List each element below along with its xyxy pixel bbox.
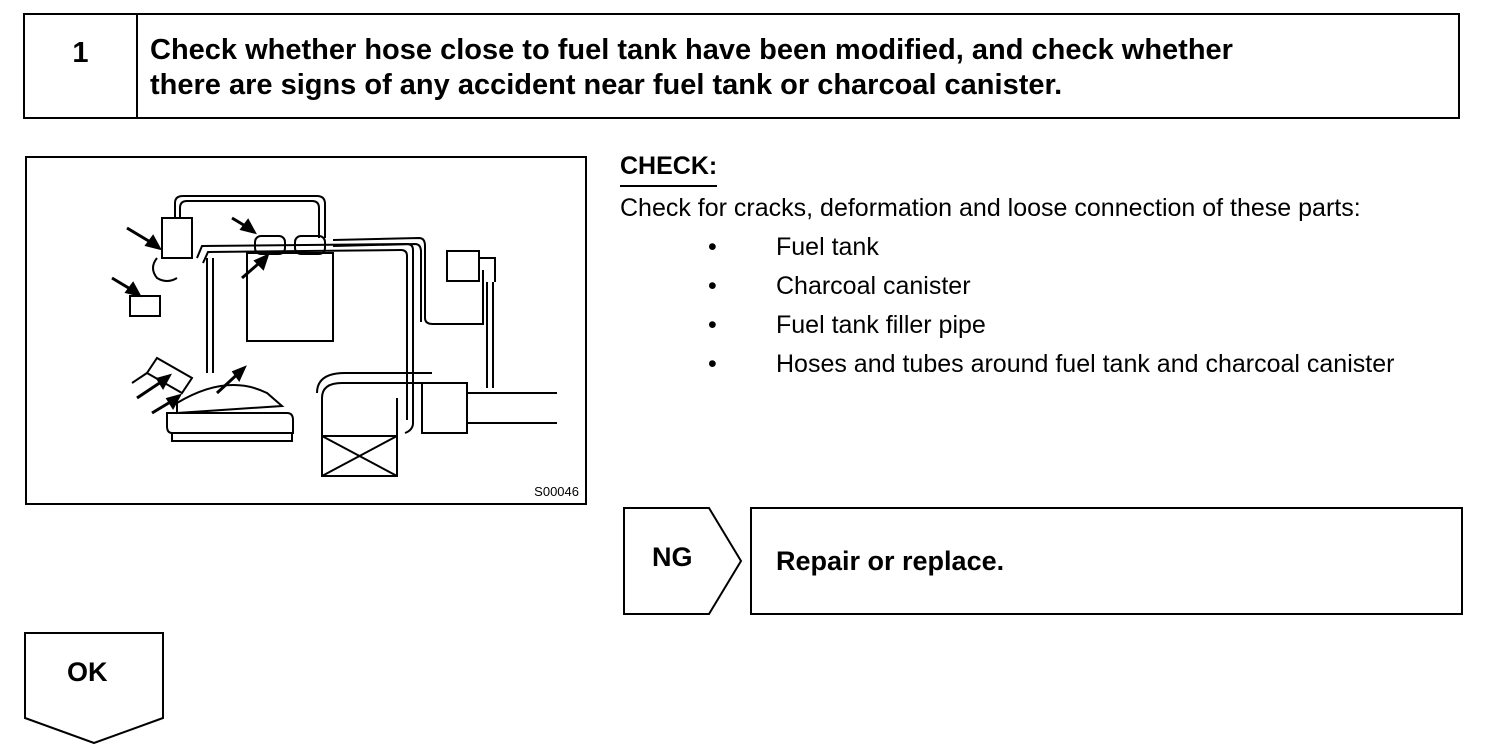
- step-title: Check whether hose close to fuel tank ha…: [138, 15, 1458, 117]
- ng-action-box: Repair or replace.: [750, 507, 1463, 615]
- parts-list: • Fuel tank • Charcoal canister • Fuel tank…: [620, 228, 1462, 384]
- left-component: [129, 295, 161, 317]
- fuel-system-illustration: [111, 195, 557, 477]
- part-label: Hoses and tubes around fuel tank and cha…: [776, 350, 1395, 378]
- check-description: Check for cracks, deformation and loose …: [620, 194, 1361, 222]
- step-header: 1 Check whether hose close to fuel tank …: [23, 13, 1460, 119]
- fuel-system-diagram: S00046: [25, 156, 587, 505]
- check-section: CHECK: Check for cracks, deformation and…: [620, 152, 1462, 384]
- list-item: • Charcoal canister: [620, 267, 1462, 306]
- pipe-coupling: [421, 382, 468, 434]
- bullet: •: [708, 233, 717, 261]
- list-item: • Hoses and tubes around fuel tank and ch…: [620, 345, 1462, 384]
- step-title-line-2: there are signs of any accident near fue…: [150, 69, 1063, 101]
- list-item: • Fuel tank: [620, 228, 1462, 267]
- part-label: Charcoal canister: [776, 272, 971, 300]
- bullet: •: [708, 272, 717, 300]
- ng-arrow-shape: [623, 507, 743, 615]
- part-label: Fuel tank: [776, 233, 879, 261]
- list-item: • Fuel tank filler pipe: [620, 306, 1462, 345]
- check-heading: CHECK:: [620, 152, 718, 187]
- step-title-line-1: Check whether hose close to fuel tank ha…: [150, 34, 1233, 66]
- step-number: 1: [25, 15, 138, 117]
- ok-arrow-shape: [24, 632, 164, 744]
- ng-action-text: Repair or replace.: [776, 545, 1005, 576]
- charcoal-canister-block: [446, 250, 480, 282]
- ok-label: OK: [67, 657, 108, 687]
- ng-label: NG: [652, 542, 693, 572]
- part-label: Fuel tank filler pipe: [776, 311, 986, 339]
- figure-code: S00046: [534, 484, 579, 499]
- bullet: •: [708, 311, 717, 339]
- fuel-tank-block: [246, 252, 334, 342]
- bullet: •: [708, 350, 717, 378]
